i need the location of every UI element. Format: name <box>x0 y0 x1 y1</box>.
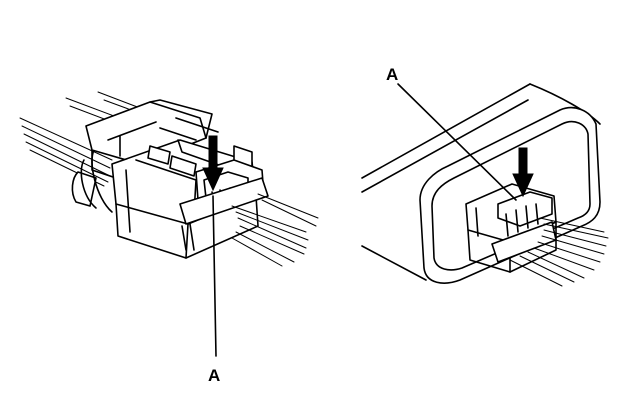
right-wire-bundle <box>509 217 609 287</box>
left-connector-illustration: A <box>19 91 319 385</box>
right-connector-illustration: A <box>361 65 609 287</box>
right-press-arrow-icon <box>512 147 534 198</box>
right-module-body <box>361 83 601 284</box>
right-callout-label: A <box>386 65 398 84</box>
right-callout-leader <box>397 83 517 201</box>
left-rear-wire-bundle <box>19 91 143 187</box>
left-callout-label: A <box>208 366 220 385</box>
left-callout-leader <box>212 195 217 357</box>
left-press-arrow-icon <box>202 135 224 192</box>
left-front-wire-bundle <box>231 193 319 267</box>
